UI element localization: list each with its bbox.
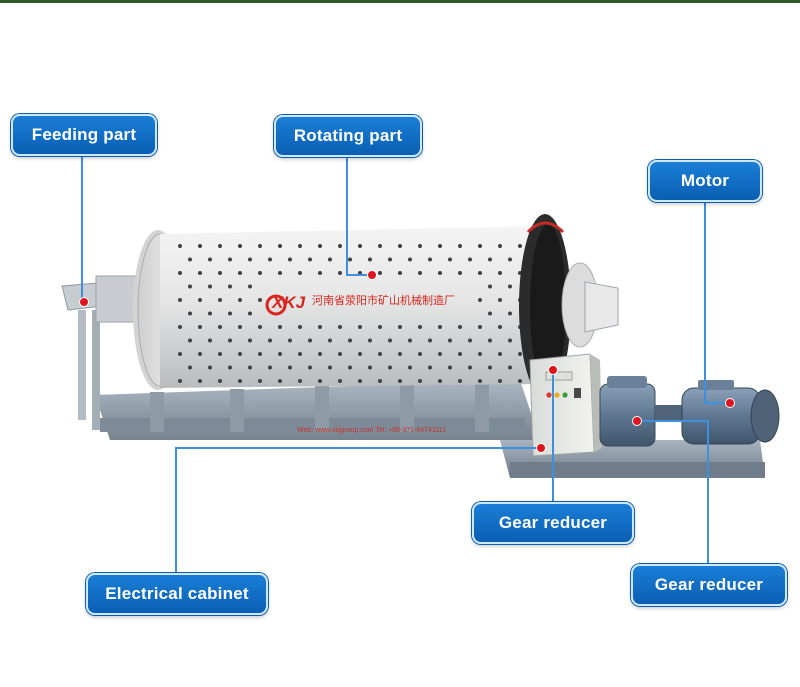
label-gear-reducer-1: Gear reducer: [472, 502, 634, 544]
dot-gear-reducer-2: [632, 416, 642, 426]
leader-gear-reducer-2: [637, 420, 709, 563]
leader-rotating-part: [346, 156, 372, 276]
leader-lines: [81, 156, 730, 574]
label-feeding-part: Feeding part: [11, 114, 157, 156]
frame-contact-line: Web: www.xkjgroup.com Tel: +86-371-64741…: [297, 427, 446, 434]
dot-motor: [725, 398, 735, 408]
dot-feeding-part: [79, 297, 89, 307]
discharge-end: [561, 262, 619, 348]
gear-logo-icon: [265, 294, 287, 316]
dot-rotating-part: [367, 270, 377, 280]
electrical-cabinet-unit: [529, 353, 602, 457]
label-rotating-part: Rotating part: [274, 115, 422, 157]
gear-reducer-unit: [599, 376, 685, 447]
girth-gear: [519, 214, 571, 398]
top-border: [0, 0, 800, 3]
motor-unit: [681, 380, 780, 445]
feeding-hopper: [61, 275, 137, 430]
leader-motor: [704, 201, 730, 404]
label-electrical-cabinet: Electrical cabinet: [86, 573, 268, 615]
label-gear-reducer-2: Gear reducer: [631, 564, 787, 606]
dot-gear-reducer-1: [548, 365, 558, 375]
drum-company-name: 河南省荥阳市矿山机械制造厂: [312, 293, 455, 307]
pointer-dots: [79, 270, 735, 453]
rotating-drum: XKJ 河南省荥阳市矿山机械制造厂 Web: www.xkjgroup.com …: [160, 226, 545, 434]
label-motor: Motor: [648, 160, 762, 202]
leader-electrical-cabinet: [175, 447, 541, 574]
dot-electrical-cabinet: [536, 443, 546, 453]
